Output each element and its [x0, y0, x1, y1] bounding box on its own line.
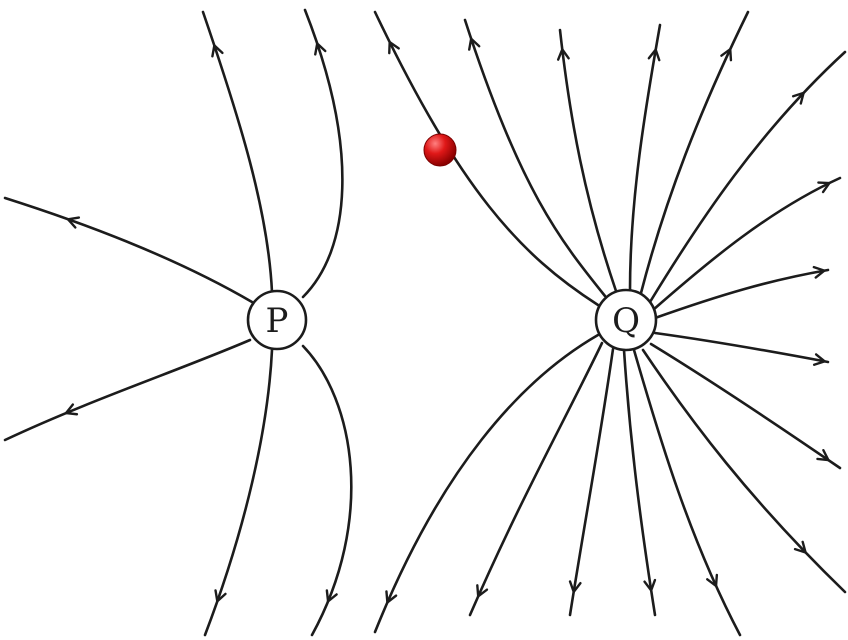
field-line-q-up-1	[373, 10, 600, 307]
field-arrows	[64, 37, 831, 604]
field-arrow-q-lr-1	[793, 540, 807, 554]
field-arrow-q-up-2	[468, 37, 481, 51]
field-arrow-p-down-left	[214, 589, 227, 603]
field-line-q-dn-2	[622, 348, 657, 617]
field-arrow-p-left-upper	[66, 216, 81, 229]
field-line-q-r-1	[653, 268, 830, 320]
field-arrow-q-r-3	[816, 449, 830, 462]
field-line-q-up-3	[558, 28, 618, 293]
test-charge-ball	[423, 133, 457, 167]
charge-q-label: Q	[612, 301, 640, 341]
field-arrow-q-up-5	[720, 47, 733, 62]
field-line-q-dn-1	[632, 348, 742, 637]
field-arrow-p-down-right	[325, 589, 338, 603]
field-arrow-q-up-3	[556, 48, 570, 61]
field-line-p-left-lower	[3, 338, 252, 442]
field-arrow-q-r-1	[812, 265, 826, 279]
field-arrow-q-up-4	[647, 48, 661, 62]
field-line-q-r-2	[653, 331, 830, 364]
charge-q: Q	[594, 288, 658, 352]
field-arrow-q-dn-1	[706, 573, 719, 588]
field-line-q-lr-1	[641, 348, 847, 594]
field-line-q-ur-2	[651, 176, 842, 312]
field-line-p-down-right	[301, 344, 353, 637]
field-arrow-q-dn-4	[476, 584, 489, 598]
field-arrow-p-up-left	[211, 44, 224, 58]
field-line-q-dn-4	[468, 341, 604, 617]
field-line-q-up-4	[628, 23, 662, 292]
charge-p: P	[246, 289, 308, 351]
field-line-p-up-right	[301, 8, 344, 299]
field-line-p-down-left	[203, 348, 274, 637]
field-arrow-p-left-lower	[64, 403, 79, 416]
field-line-p-left-upper	[3, 196, 254, 304]
field-line-p-up-left	[201, 10, 274, 294]
field-line-q-r-3	[649, 342, 842, 470]
field-arrow-q-dn-2	[643, 578, 657, 592]
field-arrow-q-r-2	[812, 353, 826, 366]
field-line-q-ur-1	[648, 50, 847, 304]
field-arrow-q-ur-2	[817, 181, 831, 194]
field-arrow-q-ur-1	[791, 91, 805, 105]
field-arrow-q-dn-5	[385, 590, 398, 604]
field-line-q-dn-5	[373, 333, 600, 634]
field-arrow-q-up-1	[388, 40, 400, 55]
charge-p-circle	[246, 289, 308, 351]
charge-q-circle	[594, 288, 658, 352]
charge-p-label: P	[266, 301, 289, 341]
field-lines	[3, 8, 847, 637]
field-arrow-q-dn-3	[568, 580, 582, 594]
field-arrow-p-up-right	[314, 42, 327, 56]
field-line-q-up-2	[463, 18, 607, 298]
field-line-q-dn-3	[568, 347, 615, 617]
